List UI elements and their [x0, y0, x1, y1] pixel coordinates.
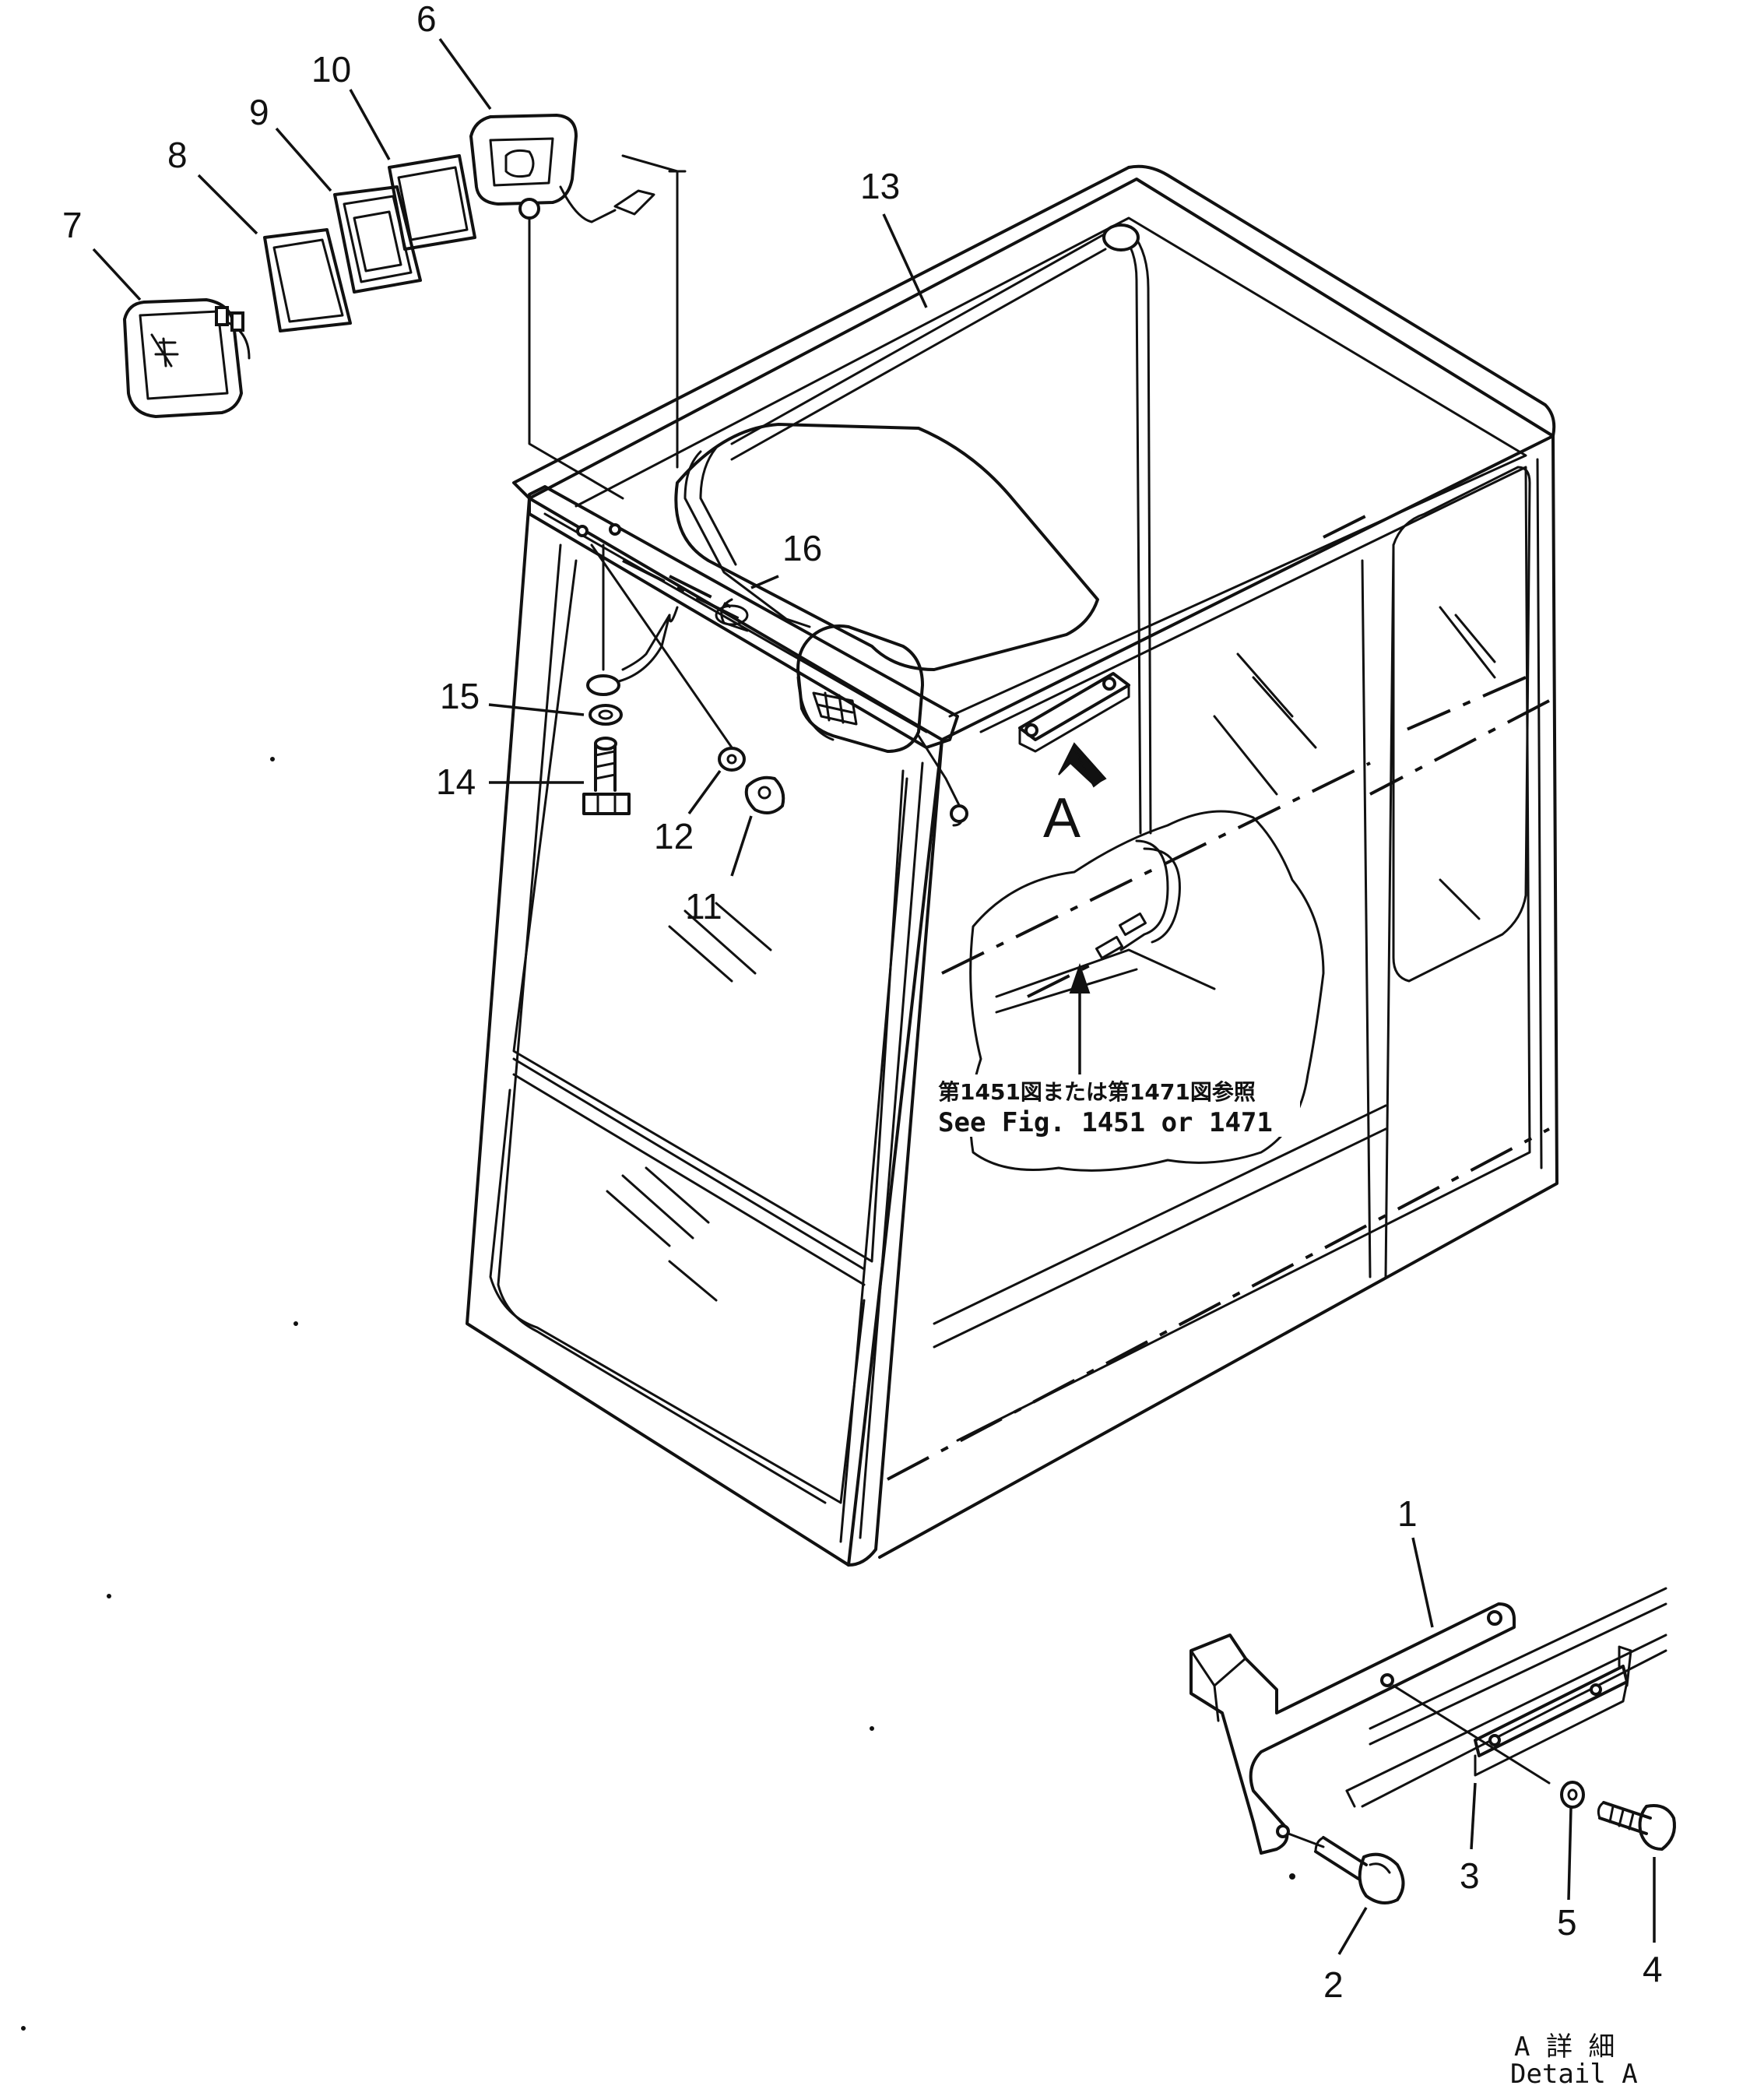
- callout-12: 12: [654, 816, 694, 856]
- callout-numbers: 1 2 3 4 5 6 7 8 9 10 11 12 13 14 15 16: [62, 0, 1663, 2005]
- reference-note: 第1451図または第1471図参照 See Fig. 1451 or 1471: [934, 1074, 1300, 1138]
- wiring-harness: [621, 223, 1152, 835]
- callout-7: 7: [62, 205, 83, 245]
- detail-caption-english: Detail A: [1510, 2059, 1638, 2089]
- glass-hatching: [606, 606, 1496, 1302]
- callout-2: 2: [1323, 1964, 1344, 2005]
- assembly-lines: [528, 154, 733, 749]
- fasteners: [582, 614, 785, 815]
- callout-1: 1: [1397, 1493, 1418, 1534]
- detail-caption: A 詳 細 Detail A: [1510, 2031, 1638, 2089]
- callout-8: 8: [167, 135, 188, 175]
- callout-11: 11: [685, 886, 722, 927]
- callout-16: 16: [782, 528, 822, 568]
- detail-caption-japanese: A 詳 細: [1514, 2031, 1615, 2063]
- callout-5: 5: [1557, 1902, 1577, 1943]
- scan-specks: [21, 757, 1295, 2031]
- callout-14: 14: [436, 761, 476, 802]
- detail-a-drawing: [1189, 1587, 1676, 1904]
- cab-body: [466, 164, 1558, 1567]
- cutaway-interior: [969, 810, 1325, 1172]
- callout-13: 13: [860, 166, 900, 206]
- leader-lines: [92, 37, 1656, 1955]
- view-label-a: A: [1043, 787, 1081, 849]
- callout-6: 6: [416, 0, 437, 39]
- callout-3: 3: [1460, 1855, 1480, 1896]
- callout-10: 10: [311, 49, 351, 90]
- front-bracket-assembly: [528, 485, 1130, 827]
- callout-9: 9: [249, 92, 269, 132]
- reference-note-english: See Fig. 1451 or 1471: [938, 1107, 1273, 1138]
- callout-4: 4: [1643, 1949, 1663, 1989]
- callout-15: 15: [440, 676, 480, 716]
- reference-note-japanese: 第1451図または第1471図参照: [938, 1079, 1256, 1105]
- work-lamp-exploded: [123, 114, 655, 418]
